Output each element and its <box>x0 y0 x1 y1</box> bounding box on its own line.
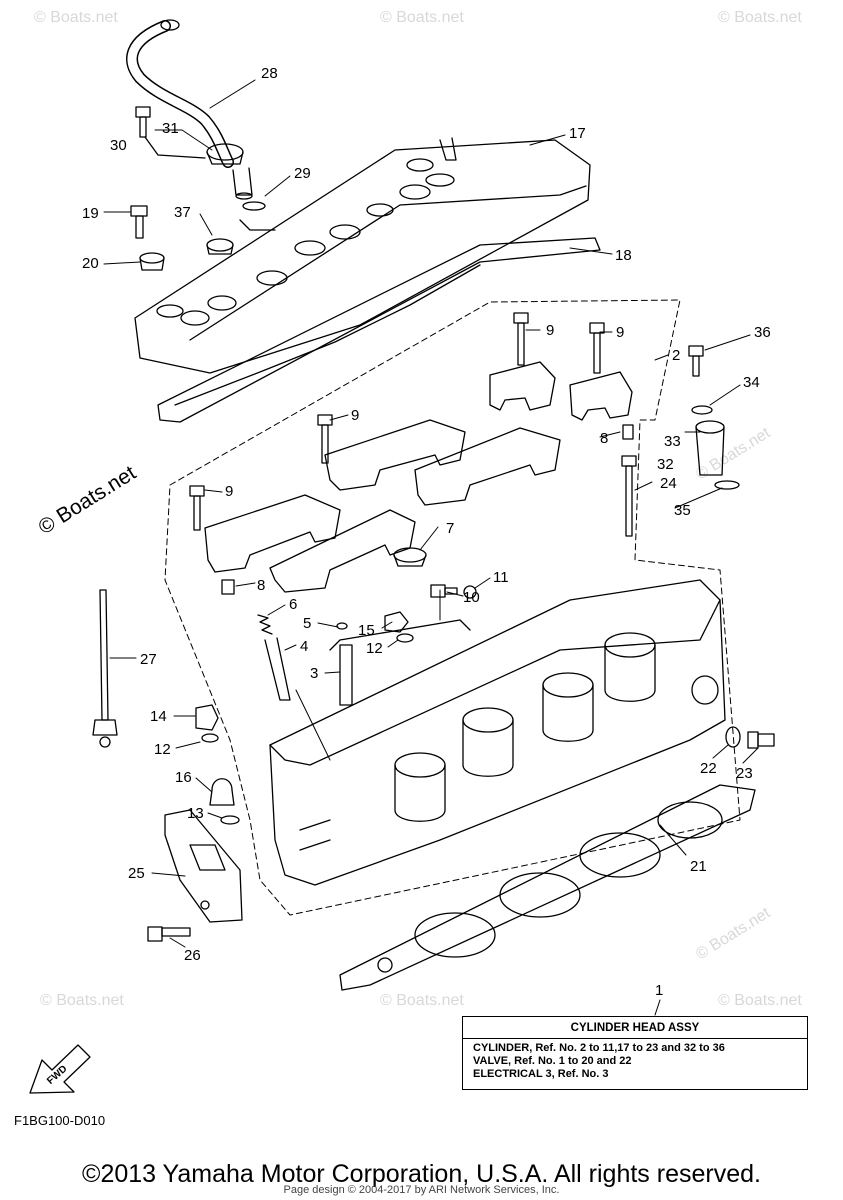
callout-37: 37 <box>174 204 191 221</box>
callout-18: 18 <box>615 247 632 264</box>
cylinder-head <box>269 579 726 886</box>
leader-lines <box>103 79 759 1016</box>
callout-32: 32 <box>657 456 674 473</box>
nut-14 <box>195 704 219 731</box>
washer-22 <box>725 726 741 748</box>
bolt-36 <box>688 345 704 377</box>
callout-25: 25 <box>128 865 145 882</box>
copyright-notice: ©2013 Yamaha Motor Corporation, U.S.A. A… <box>82 1160 761 1188</box>
callout-29: 29 <box>294 165 311 182</box>
callout-14: 14 <box>150 708 167 725</box>
valve-spring <box>257 614 273 635</box>
callout-27: 27 <box>140 651 157 668</box>
breather-hose <box>126 19 234 168</box>
watermark: © Boats.net <box>34 9 118 26</box>
watermark: © Boats.net <box>34 461 140 539</box>
callout-11: 11 <box>493 569 509 586</box>
callout-5: 5 <box>303 615 311 632</box>
diagram-code: F1BG100-D010 <box>14 1113 106 1128</box>
watermark: © Boats.net <box>718 992 802 1009</box>
valve-guide <box>264 622 353 706</box>
callout-1: 1 <box>655 982 663 999</box>
hose-clamp <box>206 143 244 165</box>
callout-23: 23 <box>736 765 753 782</box>
callout-layer: 28 30 31 17 29 19 37 20 18 9 9 36 2 34 9… <box>82 65 771 999</box>
callout-26: 26 <box>184 947 201 964</box>
callout-22: 22 <box>700 760 717 777</box>
callout-13: 13 <box>187 805 204 822</box>
callout-35: 35 <box>674 502 691 519</box>
callout-7: 7 <box>446 520 454 537</box>
watermark: © Boats.net <box>693 904 774 963</box>
callout-9: 9 <box>225 483 233 500</box>
page-credit: Page design © 2004-2017 by ARI Network S… <box>283 1184 560 1196</box>
callout-9: 9 <box>351 407 359 424</box>
gasket-11 <box>463 585 477 599</box>
engine-bracket-25 <box>164 809 243 923</box>
o-ring-35 <box>714 480 740 490</box>
washer-12 <box>201 633 414 743</box>
bolt-19 <box>130 205 148 239</box>
callout-36: 36 <box>754 324 771 341</box>
watermark: © Boats.net <box>380 992 464 1009</box>
callout-19: 19 <box>82 205 99 222</box>
callout-8: 8 <box>257 577 265 594</box>
callout-3: 3 <box>310 665 318 682</box>
cap-bolt <box>189 312 605 531</box>
assembly-boundary <box>164 299 741 916</box>
callout-6: 6 <box>289 596 297 613</box>
dowel-pin <box>221 424 634 595</box>
bolt-23 <box>747 731 775 749</box>
breather-pipe <box>232 167 266 211</box>
callout-4: 4 <box>300 638 308 655</box>
cylinder-head-gasket <box>339 784 756 991</box>
watermark: © Boats.net <box>718 9 802 26</box>
callout-15: 15 <box>358 622 375 639</box>
callout-28: 28 <box>261 65 278 82</box>
washer-13 <box>220 815 240 825</box>
callout-17: 17 <box>569 125 586 142</box>
legend-line: CYLINDER, Ref. No. 2 to 11,17 to 23 and … <box>473 1042 725 1054</box>
stud-bolt-24 <box>621 455 637 537</box>
legend-line: VALVE, Ref. No. 1 to 20 and 22 <box>473 1055 632 1067</box>
nut-15 <box>384 611 409 633</box>
callout-21: 21 <box>690 858 707 875</box>
callout-12: 12 <box>154 741 171 758</box>
cap-nut-16 <box>209 778 235 806</box>
bolt-26 <box>147 926 191 942</box>
callout-9: 9 <box>546 322 554 339</box>
fwd-arrow-icon <box>29 1044 91 1094</box>
callout-16: 16 <box>175 769 192 786</box>
head-cover-gasket <box>157 237 601 423</box>
sensor-32 <box>695 420 725 476</box>
callout-31: 31 <box>162 120 179 137</box>
callout-33: 33 <box>664 433 681 450</box>
callout-12: 12 <box>366 640 383 657</box>
callout-8: 8 <box>600 430 608 447</box>
filler-cap-7 <box>393 547 427 567</box>
plug-37 <box>206 238 234 255</box>
grommet-20 <box>139 252 165 271</box>
cylinder-head-cover <box>134 137 591 374</box>
bolt-30 <box>135 106 206 159</box>
callout-34: 34 <box>743 374 760 391</box>
assembly-legend-box: CYLINDER HEAD ASSY CYLINDER, Ref. No. 2 … <box>462 1016 808 1090</box>
plug-10 <box>430 584 458 598</box>
callout-20: 20 <box>82 255 99 272</box>
callout-9: 9 <box>616 324 624 341</box>
cable-tie-27 <box>92 589 118 748</box>
legend-line: ELECTRICAL 3, Ref. No. 3 <box>473 1068 609 1080</box>
callout-24: 24 <box>660 475 677 492</box>
camshaft-cap <box>204 361 633 593</box>
legend-title: CYLINDER HEAD ASSY <box>463 1017 807 1039</box>
watermark: © Boats.net <box>380 9 464 26</box>
callout-30: 30 <box>110 137 127 154</box>
washer-34 <box>691 405 713 415</box>
watermark: © Boats.net <box>40 992 124 1009</box>
callout-2: 2 <box>672 347 680 364</box>
callout-10: 10 <box>463 589 480 606</box>
